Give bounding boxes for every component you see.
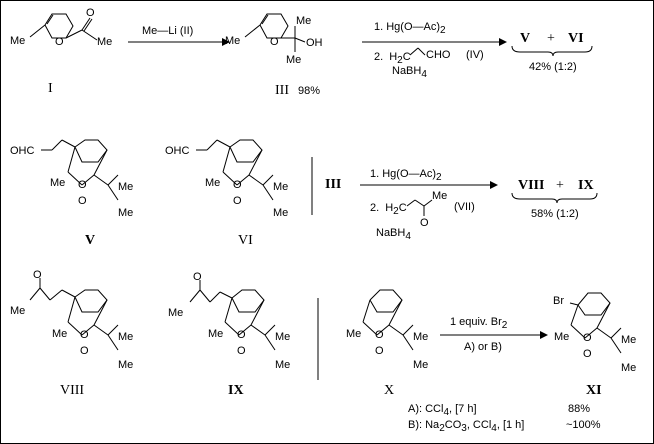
- VIII-o1: O: [80, 329, 89, 341]
- V-ohc: OHC: [10, 145, 35, 157]
- row2-step1: 1. Hg(O—Ac)2: [370, 168, 442, 183]
- condition-A-yield: 88%: [568, 403, 590, 415]
- X-o2: O: [375, 345, 384, 357]
- label-IX: IX: [228, 383, 244, 398]
- row1-product-VI: VI: [568, 31, 584, 46]
- row2-vii: (VII): [454, 201, 475, 213]
- V-me-right: Me: [118, 181, 133, 193]
- VI-ohc: OHC: [165, 145, 190, 157]
- label-V: V: [85, 233, 95, 248]
- arrow-3: 1. Hg(O—Ac)2 2.H2C Me O (VII) NaBH4: [360, 168, 498, 242]
- VIII-o: O: [33, 269, 42, 281]
- IX-me-left: Me: [208, 328, 223, 340]
- row2-yield: 58% (1:2): [531, 208, 579, 220]
- condition-A: A): CCl4, [7 h]: [408, 403, 477, 418]
- III-ring-o: O: [270, 36, 279, 48]
- compound-III: Me O Me OH Me III 98%: [225, 13, 323, 98]
- label-III: III: [275, 83, 289, 98]
- row1-product-V: V: [520, 31, 530, 46]
- row1-iv: (IV): [466, 49, 484, 61]
- VIII-me-bottom: Me: [118, 359, 133, 371]
- IX-me-bottom: Me: [275, 359, 290, 371]
- row1-step2: 2.H2C: [374, 51, 411, 66]
- products-row1: V + VI 42% (1:2): [511, 31, 593, 73]
- label-I: I: [48, 81, 53, 96]
- arrow-2: 1. Hg(O—Ac)2 2.H2C CHO (IV) NaBH4: [362, 21, 507, 80]
- III-yield: 98%: [298, 85, 320, 97]
- III-me-top: Me: [296, 15, 311, 27]
- XI-me-right: Me: [621, 334, 636, 346]
- III-oh: OH: [306, 37, 323, 49]
- I-me-right: Me: [97, 36, 112, 48]
- compound-IX: O Me Me O O Me Me IX: [168, 271, 290, 398]
- VI-o1: O: [233, 179, 242, 191]
- VI-me-left: Me: [205, 177, 220, 189]
- VIII-o2: O: [80, 345, 89, 357]
- row1-plus: +: [547, 31, 555, 46]
- row2-product-IX: IX: [578, 178, 594, 193]
- compound-V: OHC Me O O Me Me V: [10, 139, 133, 248]
- X-me-left: Me: [346, 328, 361, 340]
- VI-me-right: Me: [273, 181, 288, 193]
- compound-I: Me O O Me I: [10, 7, 112, 96]
- XI-o1: O: [583, 332, 592, 344]
- row1-step1: 1. Hg(O—Ac)2: [374, 21, 446, 36]
- row2-product-VIII: VIII: [518, 178, 544, 193]
- VIII-me-ketone: Me: [10, 305, 25, 317]
- III-me-bottom: Me: [286, 54, 301, 66]
- arrow-1: Me—Li (II): [128, 25, 230, 46]
- row2-plus: +: [556, 178, 564, 193]
- condition-B-yield: ~100%: [566, 419, 601, 431]
- row2-me: Me: [432, 190, 447, 202]
- X-me-bottom: Me: [413, 359, 428, 371]
- arrow-4: 1 equiv. Br2 A) or B): [440, 316, 548, 353]
- label-VIII: VIII: [60, 383, 84, 398]
- XI-me-bottom: Me: [621, 362, 636, 374]
- products-row2: VIII + IX 58% (1:2): [511, 178, 598, 220]
- X-me-right: Me: [413, 331, 428, 343]
- VIII-me-right: Me: [118, 331, 133, 343]
- label-X: X: [384, 383, 394, 398]
- row1-nabh4: NaBH4: [392, 65, 427, 80]
- compound-VI: OHC Me O O Me Me VI: [165, 139, 288, 248]
- I-me-left: Me: [10, 35, 25, 47]
- label-VI: VI: [238, 233, 253, 248]
- X-o1: O: [375, 329, 384, 341]
- row2-nabh4: NaBH4: [376, 227, 411, 242]
- V-o2: O: [78, 195, 87, 207]
- condition-B: B): Na2CO3, CCl4, [1 h]: [408, 419, 524, 434]
- VI-o2: O: [233, 195, 242, 207]
- IX-o2: O: [237, 345, 246, 357]
- IX-me-ketone: Me: [168, 307, 183, 319]
- row1-yield: 42% (1:2): [529, 61, 577, 73]
- V-me-bottom: Me: [118, 207, 133, 219]
- I-carbonyl-o: O: [86, 7, 95, 19]
- compound-VIII: O Me Me O O Me Me VIII: [10, 269, 133, 398]
- label-XI: XI: [586, 383, 602, 398]
- conditions-table: A): CCl4, [7 h] 88% B): Na2CO3, CCl4, [1…: [408, 403, 601, 434]
- IX-me-right: Me: [275, 331, 290, 343]
- row2-start: III: [325, 177, 341, 192]
- XI-br: Br: [553, 295, 564, 307]
- row2-o: O: [420, 217, 429, 229]
- reagent-meli: Me—Li (II): [142, 25, 193, 37]
- compound-XI: Br Me O O Me Me XI: [553, 292, 636, 398]
- row2-step2: 2.H2C: [370, 202, 407, 217]
- VIII-me-left: Me: [52, 328, 67, 340]
- IX-o1: O: [237, 329, 246, 341]
- row1-cho: CHO: [426, 49, 451, 61]
- V-me-left: Me: [50, 177, 65, 189]
- I-ring-o: O: [55, 36, 64, 48]
- V-o1: O: [78, 179, 87, 191]
- III-me-left: Me: [225, 35, 240, 47]
- compound-X: Me O O Me Me X: [346, 289, 428, 398]
- row3-conditions: A) or B): [464, 341, 502, 353]
- row3-reagent: 1 equiv. Br2: [450, 316, 508, 331]
- XI-me-left: Me: [554, 331, 569, 343]
- IX-o: O: [193, 271, 202, 283]
- XI-o2: O: [583, 348, 592, 360]
- VI-me-bottom: Me: [273, 207, 288, 219]
